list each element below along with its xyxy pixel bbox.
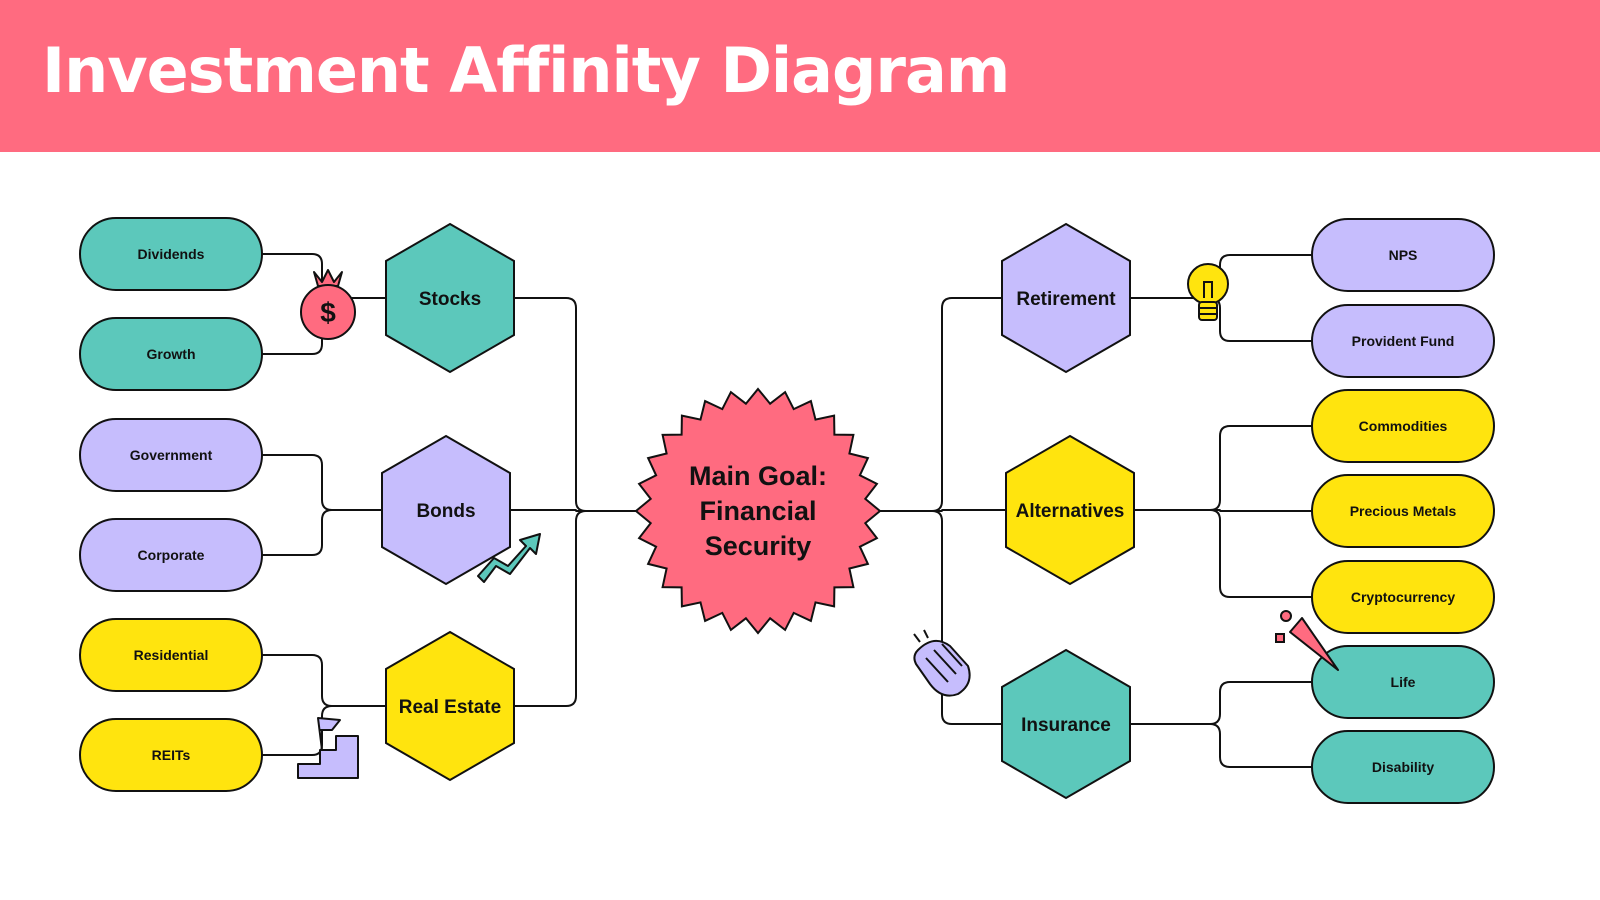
item-pill-shape — [1311, 389, 1495, 463]
connector-alternatives-item-2 — [1006, 509, 1312, 598]
item-pill-corporate: Corporate — [79, 518, 263, 592]
main-goal-line-2: Financial — [699, 496, 816, 526]
header-banner: Investment Affinity Diagram — [0, 0, 1600, 152]
item-pill-cryptocurrency: Cryptocurrency — [1311, 560, 1495, 634]
trend-arrow-icon — [477, 533, 541, 583]
category-label: Stocks — [419, 289, 481, 310]
connector-bonds-item-0 — [262, 454, 510, 511]
money-bag-icon: $ — [300, 269, 356, 340]
category-label: Alternatives — [1016, 501, 1125, 522]
item-pill-shape — [79, 618, 263, 692]
category-hexagon — [1001, 222, 1131, 374]
connector-stocks-to-center — [514, 297, 642, 512]
party-popper-icon — [1275, 610, 1339, 671]
item-pill-shape — [79, 317, 263, 391]
category-retirement: Retirement — [1001, 222, 1131, 374]
connector-insurance-to-center — [872, 510, 1002, 725]
item-pill-shape — [79, 217, 263, 291]
category-label: Insurance — [1021, 715, 1111, 736]
category-hexagon — [381, 434, 511, 586]
connector-alternatives-item-1 — [1006, 509, 1312, 512]
category-label: Retirement — [1016, 289, 1116, 310]
item-pill-shape — [1311, 560, 1495, 634]
item-pill-residential: Residential — [79, 618, 263, 692]
item-label: Government — [130, 447, 213, 463]
category-real-estate: Real Estate — [385, 630, 515, 782]
svg-text:$: $ — [320, 297, 336, 328]
connector-bonds-item-1 — [262, 509, 510, 556]
main-goal-starburst — [634, 387, 882, 635]
category-label: Real Estate — [399, 697, 501, 718]
connector-retirement-to-center — [872, 297, 1002, 512]
connector-alternatives-to-center — [872, 509, 1006, 512]
item-label: NPS — [1389, 247, 1418, 263]
item-pill-nps: NPS — [1311, 218, 1495, 292]
category-hexagon — [385, 630, 515, 782]
item-pill-provident-fund: Provident Fund — [1311, 304, 1495, 378]
item-label: Corporate — [138, 547, 205, 563]
main-goal-line-1: Main Goal: — [689, 461, 827, 491]
item-label: Precious Metals — [1350, 503, 1457, 519]
category-hexagon — [385, 222, 515, 374]
connector-bonds-to-center — [510, 509, 642, 512]
category-bonds: Bonds — [381, 434, 511, 586]
item-pill-precious-metals: Precious Metals — [1311, 474, 1495, 548]
item-pill-shape — [1311, 474, 1495, 548]
connector-real-estate-item-0 — [262, 654, 514, 707]
connector-real-estate-to-center — [514, 510, 642, 707]
category-hexagon — [1005, 434, 1135, 586]
item-pill-shape — [79, 518, 263, 592]
item-pill-shape — [79, 418, 263, 492]
main-goal-line-3: Security — [705, 531, 812, 561]
clapping-hands-icon — [913, 629, 971, 697]
page-title: Investment Affinity Diagram — [42, 34, 1010, 107]
item-pill-shape — [1311, 645, 1495, 719]
item-label: Provident Fund — [1352, 333, 1455, 349]
item-label: Dividends — [138, 246, 205, 262]
category-label: Bonds — [416, 501, 475, 522]
item-pill-government: Government — [79, 418, 263, 492]
item-label: Commodities — [1359, 418, 1448, 434]
lightbulb-icon — [1187, 263, 1229, 321]
item-pill-commodities: Commodities — [1311, 389, 1495, 463]
item-pill-growth: Growth — [79, 317, 263, 391]
item-label: Residential — [134, 647, 209, 663]
item-pill-shape — [1311, 730, 1495, 804]
item-pill-reits: REITs — [79, 718, 263, 792]
item-pill-shape — [1311, 304, 1495, 378]
item-pill-life: Life — [1311, 645, 1495, 719]
item-label: REITs — [152, 747, 191, 763]
item-label: Cryptocurrency — [1351, 589, 1455, 605]
item-label: Life — [1391, 674, 1416, 690]
item-label: Growth — [147, 346, 196, 362]
connector-insurance-item-0 — [1002, 681, 1312, 725]
item-pill-shape — [79, 718, 263, 792]
category-alternatives: Alternatives — [1005, 434, 1135, 586]
connector-lines — [262, 253, 1312, 768]
category-hexagon — [1001, 648, 1131, 800]
item-pill-dividends: Dividends — [79, 217, 263, 291]
connector-insurance-item-1 — [1002, 723, 1312, 768]
item-pill-disability: Disability — [1311, 730, 1495, 804]
item-label: Disability — [1372, 759, 1434, 775]
item-pill-shape — [1311, 218, 1495, 292]
stickers: $ — [297, 263, 1339, 779]
category-insurance: Insurance — [1001, 648, 1131, 800]
stairs-flag-icon — [297, 717, 359, 779]
category-stocks: Stocks — [385, 222, 515, 374]
